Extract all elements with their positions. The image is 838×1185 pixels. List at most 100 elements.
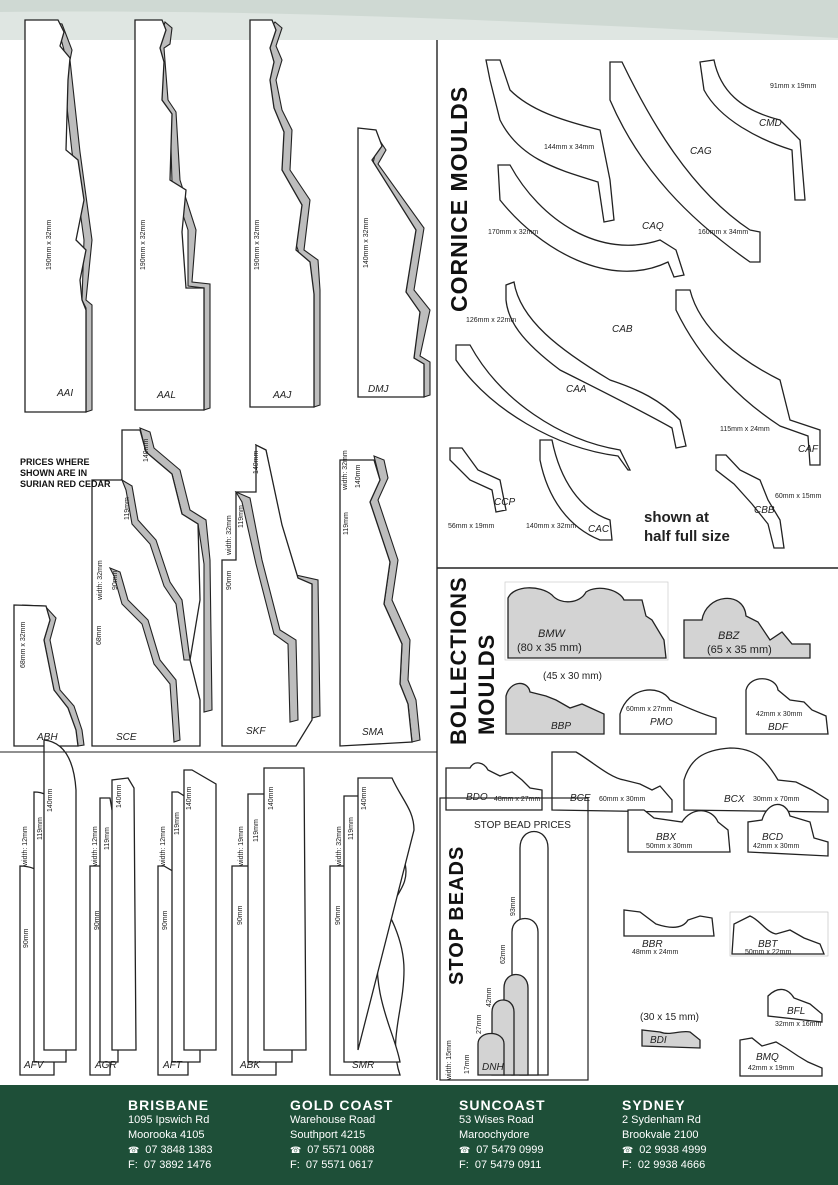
profile-smr xyxy=(329,777,415,1076)
office-phone-row: ☎ 07 5479 0999 xyxy=(459,1143,546,1158)
dim-afv-119: 119mm xyxy=(37,817,44,840)
dim-sma-140: 140mm xyxy=(355,464,362,488)
dim-abh: 68mm x 32mm xyxy=(20,621,27,668)
label-bbz: BBZ xyxy=(718,630,740,642)
office-fax: 07 5571 0617 xyxy=(305,1159,374,1171)
half-size-note-line2: half full size xyxy=(644,528,730,545)
label-bmq: BMQ xyxy=(756,1052,779,1063)
label-bbt: BBT xyxy=(758,939,778,950)
profile-aal xyxy=(134,19,211,411)
label-dnh: DNH xyxy=(482,1062,504,1073)
office-sydney: SYDNEY 2 Sydenham Rd Brookvale 2100 ☎02 … xyxy=(622,1097,707,1173)
office-phone[interactable]: 02 9938 4999 xyxy=(639,1144,707,1156)
dim-bmq: 42mm x 19mm xyxy=(748,1065,795,1072)
office-city: GOLD COAST xyxy=(290,1097,394,1113)
dim-bce: 60mm x 30mm xyxy=(599,796,646,803)
label-ccp: CCP xyxy=(494,497,516,508)
dim-aft-140: 140mm xyxy=(186,786,193,810)
dim-bdf: 42mm x 30mm xyxy=(756,711,803,718)
label-dmj: DMJ xyxy=(368,384,389,395)
office-gold-coast: GOLD COAST Warehouse Road Southport 4215… xyxy=(290,1097,393,1173)
dim-bmw: (80 x 35 mm) xyxy=(517,642,582,654)
half-size-note-line1: shown at xyxy=(644,509,710,526)
label-bcx: BCX xyxy=(724,794,745,805)
office-fax: 07 3892 1476 xyxy=(143,1159,212,1171)
office-address-line2: Brookvale 2100 xyxy=(622,1129,699,1141)
dim-abk-140: 140mm xyxy=(268,786,275,810)
dim-stop-62: 62mm xyxy=(500,944,507,964)
office-suncoast: SUNCOAST 53 Wises Road Maroochydore ☎07 … xyxy=(459,1097,546,1173)
footer-contacts: BRISBANE 1095 Ipswich Rd Moorooka 4105 ☎… xyxy=(0,1085,838,1185)
profile-dmj xyxy=(357,127,431,398)
profile-afv xyxy=(19,739,77,1076)
label-aaj: AAJ xyxy=(273,390,292,401)
dim-aal: 190mm x 32mm xyxy=(140,219,147,270)
dim-aft-90: 90mm xyxy=(162,910,169,930)
profile-abk xyxy=(231,767,307,1076)
label-caf: CAF xyxy=(798,444,818,455)
office-address-line2: Southport 4215 xyxy=(290,1129,366,1141)
dim-caq: 144mm x 34mm xyxy=(544,144,595,151)
office-fax-row: F: 02 9938 4666 xyxy=(622,1158,707,1173)
dim-smr-140: 140mm xyxy=(361,786,368,810)
prices-note: PRICES WHERE SHOWN ARE IN SURIAN RED CED… xyxy=(20,457,111,490)
office-city: SUNCOAST xyxy=(459,1097,546,1113)
dim-bbx: 50mm x 30mm xyxy=(646,843,693,850)
dim-abk-119: 119mm xyxy=(253,819,260,842)
dim-sce-width: width: 32mm xyxy=(97,560,104,600)
office-phone[interactable]: 07 5479 0999 xyxy=(476,1144,544,1156)
office-address-line1: 53 Wises Road xyxy=(459,1114,534,1126)
office-phone-row: ☎07 3848 1383 xyxy=(128,1143,213,1158)
label-bbx: BBX xyxy=(656,832,677,843)
dim-bcx: 30mm x 70mm xyxy=(753,796,800,803)
label-abh: ABH xyxy=(37,732,58,743)
dim-dmj: 140mm x 32mm xyxy=(363,217,370,268)
office-address-line2: Maroochydore xyxy=(459,1129,530,1141)
dim-cbb: 60mm x 15mm xyxy=(775,493,822,500)
dim-ccp: 56mm x 19mm xyxy=(448,523,495,530)
fax-prefix: F: xyxy=(459,1159,469,1171)
office-phone-row: ☎02 9938 4999 xyxy=(622,1143,707,1158)
profile-sma xyxy=(339,455,421,747)
dim-skf-140: 140mm xyxy=(253,450,260,474)
label-bdi: BDI xyxy=(650,1035,667,1046)
dim-stop-93: 93mm xyxy=(510,896,517,916)
label-cac: CAC xyxy=(588,524,610,535)
dim-smr-90: 90mm xyxy=(335,905,342,925)
telephone-icon: ☎ xyxy=(459,1145,471,1155)
fax-prefix: F: xyxy=(290,1159,300,1171)
dim-bbp: (45 x 30 mm) xyxy=(543,671,602,682)
dim-skf-90: 90mm xyxy=(226,570,233,590)
dim-agr-119: 119mm xyxy=(104,827,111,850)
label-aai: AAI xyxy=(57,388,74,399)
office-fax-row: F: 07 3892 1476 xyxy=(128,1158,213,1173)
dim-sce-68: 68mm xyxy=(96,625,103,645)
dim-aai: 190mm x 32mm xyxy=(46,219,53,270)
dim-sma-width: width: 32mm xyxy=(342,450,349,490)
stopbead-drawings xyxy=(477,831,549,1076)
label-bce: BCE xyxy=(570,793,591,804)
profile-aaj xyxy=(249,19,321,408)
dim-stop-27: 27mm xyxy=(476,1014,483,1034)
dim-cab: 170mm x 32mm xyxy=(488,229,539,236)
stop-bead-prices-label: STOP BEAD PRICES xyxy=(474,820,571,831)
profile-skf xyxy=(221,443,321,747)
cornice-drawings xyxy=(449,59,821,549)
label-cbb: CBB xyxy=(754,505,775,516)
dim-pmo: 60mm x 27mm xyxy=(626,706,673,713)
bollections-title-line1: BOLLECTIONS xyxy=(446,576,471,745)
top-wave-graphic xyxy=(0,0,838,38)
telephone-icon: ☎ xyxy=(290,1145,302,1155)
office-address-line1: 2 Sydenham Rd xyxy=(622,1114,701,1126)
dim-afv-140: 140mm xyxy=(47,788,54,812)
office-city: SYDNEY xyxy=(622,1097,686,1113)
dim-cmd: 91mm x 19mm xyxy=(770,83,817,90)
office-phone[interactable]: 07 5571 0088 xyxy=(307,1144,375,1156)
office-fax: 07 5479 0911 xyxy=(474,1159,542,1171)
label-bcd: BCD xyxy=(762,832,784,843)
dim-agr-90: 90mm xyxy=(94,910,101,930)
dim-sma-119: 119mm xyxy=(343,512,350,535)
office-phone[interactable]: 07 3848 1383 xyxy=(145,1144,213,1156)
office-address-line2: Moorooka 4105 xyxy=(128,1129,205,1141)
dim-aft-119: 119mm xyxy=(174,812,181,835)
